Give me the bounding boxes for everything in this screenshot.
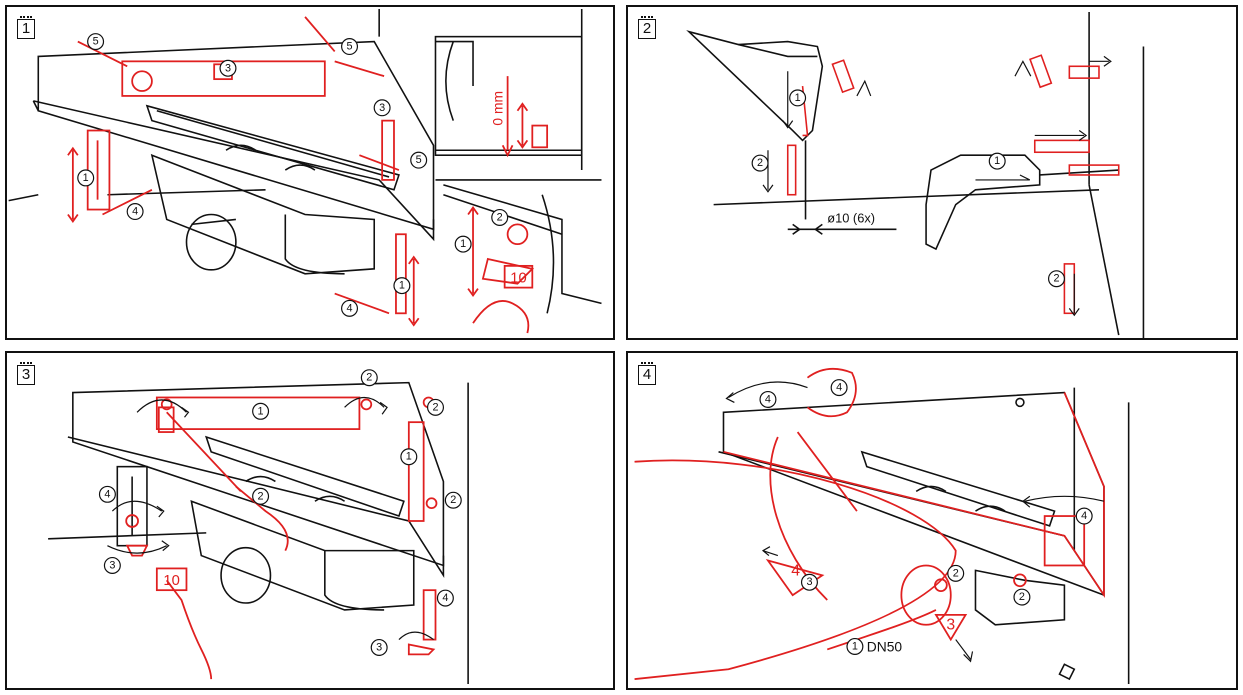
callout: 4 bbox=[104, 488, 110, 500]
callout: 2 bbox=[757, 157, 763, 169]
callout: 5 bbox=[416, 154, 422, 166]
callout: 2 bbox=[1019, 591, 1025, 603]
callout: 5 bbox=[93, 36, 99, 48]
step-3-illustration: 1 2 2 1 2 2 4 3 4 3 10 bbox=[48, 369, 469, 685]
callout: 4 bbox=[836, 382, 842, 394]
step-number: 3 bbox=[17, 362, 35, 385]
step-4-illustration: 4 4 4 2 2 3 1 4 3 DN50 bbox=[634, 367, 1130, 685]
callout: 1 bbox=[795, 92, 801, 104]
callout: 2 bbox=[450, 494, 456, 506]
pipe-size-label: DN50 bbox=[867, 638, 903, 654]
zero-mm-label: 0 mm bbox=[490, 91, 506, 126]
callout: 2 bbox=[432, 401, 438, 413]
callout: 2 bbox=[366, 372, 372, 384]
callout: 2 bbox=[258, 490, 264, 502]
step-1-panel: 1 bbox=[5, 5, 615, 340]
callout: 4 bbox=[132, 206, 138, 218]
callout: 1 bbox=[83, 172, 89, 184]
step-3-panel: 3 bbox=[5, 351, 615, 690]
step-number: 1 bbox=[17, 16, 35, 39]
step-number: 4 bbox=[638, 362, 656, 385]
callout: 1 bbox=[258, 405, 264, 417]
callout: 5 bbox=[346, 41, 352, 53]
step-2-callouts: 1 2 1 2 bbox=[757, 92, 1059, 285]
callout: 2 bbox=[497, 211, 503, 223]
callout: 3 bbox=[109, 559, 115, 571]
step-1-callouts: 5 5 3 3 5 1 4 1 4 1 2 bbox=[83, 36, 503, 315]
step-3-callouts: 1 2 2 1 2 2 4 3 4 3 bbox=[104, 372, 456, 654]
callout: 2 bbox=[1053, 273, 1059, 285]
callout: 4 bbox=[442, 592, 448, 604]
callout: 3 bbox=[379, 102, 385, 114]
drill-diameter-label: ø10 (6x) bbox=[827, 210, 875, 225]
callout: 4 bbox=[346, 302, 352, 314]
callout: 1 bbox=[852, 640, 858, 652]
callout: 1 bbox=[994, 155, 1000, 167]
callout: 1 bbox=[399, 280, 405, 292]
callout: 1 bbox=[460, 238, 466, 250]
step-4-panel: 4 bbox=[626, 351, 1238, 690]
step-4-callouts: 4 4 4 2 2 3 1 bbox=[765, 382, 1087, 653]
callout: 2 bbox=[953, 567, 959, 579]
callout: 4 bbox=[1081, 510, 1087, 522]
triangle-label: 3 bbox=[946, 617, 955, 634]
callout: 4 bbox=[765, 393, 771, 405]
step-1-illustration: 5 5 3 3 5 1 4 1 4 1 2 0 mm 10 bbox=[8, 8, 602, 334]
callout: 1 bbox=[406, 451, 412, 463]
step-2-illustration: 1 2 1 2 ø10 (6x) bbox=[686, 11, 1145, 338]
wrench-size-label: 10 bbox=[163, 573, 179, 589]
wrench-size-label: 10 bbox=[510, 271, 526, 287]
callout: 3 bbox=[806, 576, 812, 588]
step-number: 2 bbox=[638, 16, 656, 39]
callout: 3 bbox=[225, 62, 231, 74]
callout: 3 bbox=[376, 641, 382, 653]
triangle-label: 4 bbox=[791, 562, 800, 579]
step-2-panel: 2 bbox=[626, 5, 1238, 340]
